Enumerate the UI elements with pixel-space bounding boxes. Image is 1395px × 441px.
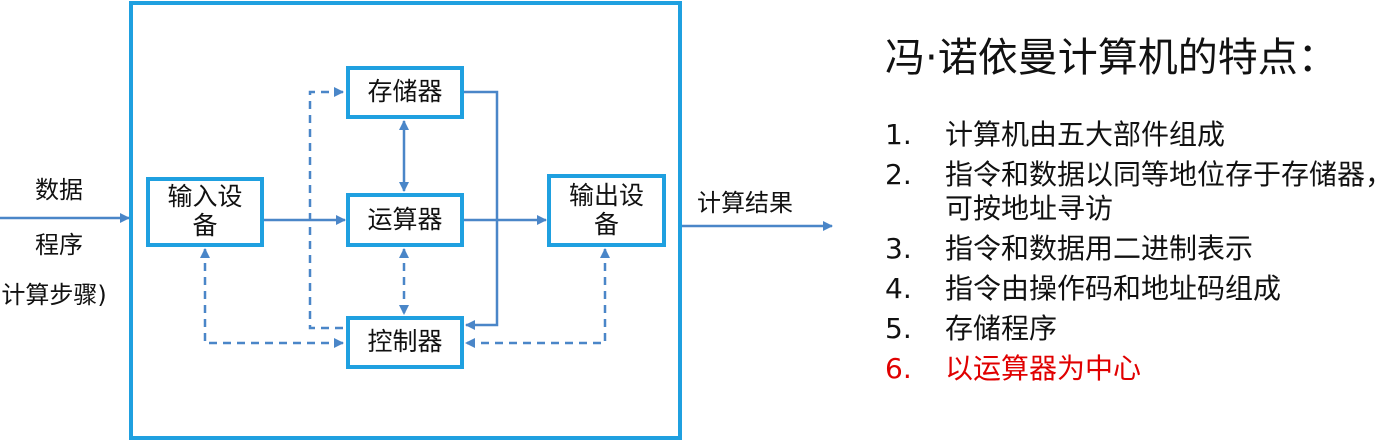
memory-to-control-arrow (462, 90, 499, 330)
feature-text: 指令和数据以同等地位存于存储器，可按地址寻访 (945, 158, 1394, 225)
feature-text: 计算机由五大部件组成 (945, 118, 1226, 151)
output-device-box: 输出设备 (547, 174, 666, 247)
feature-item: 4. 指令由操作码和地址码组成 (885, 272, 1395, 306)
alu-box: 运算器 (346, 193, 464, 247)
data-label: 数据 (35, 176, 83, 204)
features-list: 1. 计算机由五大部件组成 2. 指令和数据以同等地位存于存储器，可按地址寻访 3.… (885, 118, 1395, 392)
feature-item-highlighted: 6. 以运算器为中心 (885, 352, 1395, 386)
control-input-dashed-arrow (200, 248, 344, 348)
control-output-dashed-arrow (465, 248, 610, 348)
feature-number: 6. (885, 352, 912, 385)
feature-text: 指令由操作码和地址码组成 (945, 272, 1282, 305)
feature-text: 存储程序 (945, 312, 1058, 345)
feature-item: 5. 存储程序 (885, 312, 1395, 346)
feature-text: 指令和数据用二进制表示 (945, 232, 1254, 265)
control-to-memory-dashed-arrow (308, 87, 344, 330)
feature-text: 以运算器为中心 (945, 352, 1142, 385)
program-label: 程序 (35, 231, 83, 259)
feature-item: 2. 指令和数据以同等地位存于存储器，可按地址寻访 (885, 158, 1395, 226)
feature-item: 3. 指令和数据用二进制表示 (885, 232, 1395, 266)
feature-number: 3. (885, 232, 912, 265)
feature-number: 1. (885, 118, 912, 151)
feature-item: 1. 计算机由五大部件组成 (885, 118, 1395, 152)
computer-frame (129, 1, 682, 440)
feature-number: 2. (885, 158, 912, 191)
result-label: 计算结果 (697, 189, 793, 217)
steps-label: (计算步骤) (0, 281, 107, 309)
features-title: 冯·诺依曼计算机的特点： (885, 35, 1338, 81)
feature-number: 5. (885, 312, 912, 345)
control-box: 控制器 (346, 316, 464, 369)
feature-number: 4. (885, 272, 912, 305)
memory-box: 存储器 (346, 66, 464, 119)
input-device-box: 输入设备 (146, 177, 264, 247)
